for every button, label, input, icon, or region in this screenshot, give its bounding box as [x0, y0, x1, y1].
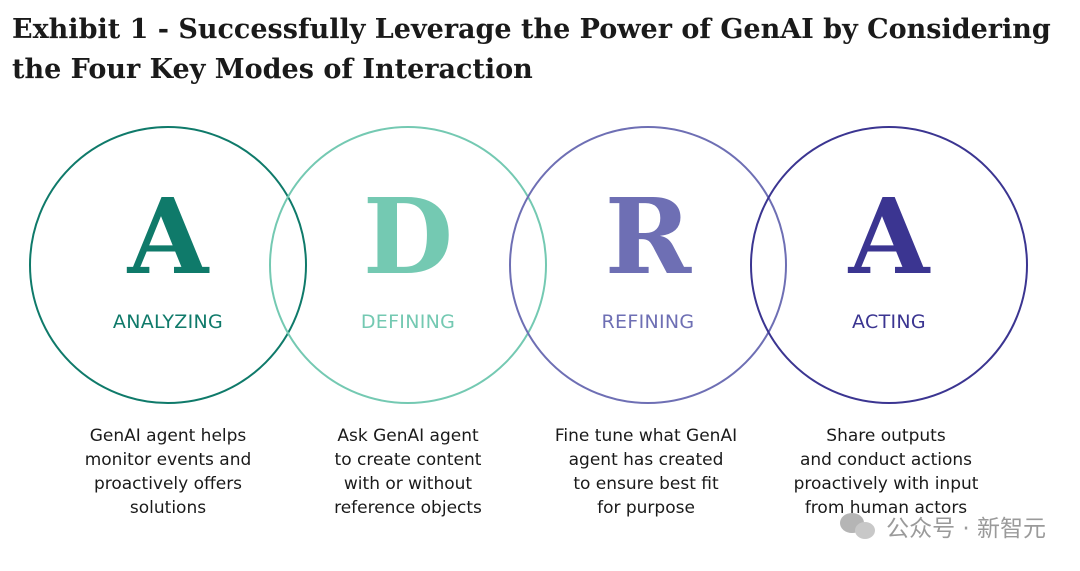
circle-refining [509, 126, 787, 404]
title-line-1: Exhibit 1 - Successfully Leverage the Po… [12, 14, 1051, 45]
letter-defining: D [363, 175, 453, 298]
wechat-icon [840, 511, 878, 541]
description-line: GenAI agent helps [89, 426, 247, 446]
title-line-2: the Four Key Modes of Interaction [12, 54, 533, 85]
letter-refining: R [605, 175, 693, 298]
description-line: for purpose [597, 498, 695, 518]
mode-refining: R REFINING [509, 126, 787, 404]
description-line: to create content [334, 450, 482, 470]
mode-analyzing: A ANALYZING [29, 126, 307, 404]
description-line: monitor events and [84, 450, 252, 470]
description-line: to ensure best fit [573, 474, 719, 494]
description-line: and conduct actions [799, 450, 973, 470]
letter-analyzing: A [127, 175, 210, 298]
label-defining: DEFINING [361, 311, 455, 333]
mode-defining: D DEFINING [269, 126, 547, 404]
label-refining: REFINING [602, 311, 695, 333]
description-acting: Share outputs and conduct actions proact… [766, 424, 1006, 520]
label-acting: ACTING [852, 311, 926, 333]
description-line: proactively offers [93, 474, 243, 494]
description-line: Share outputs [826, 426, 946, 446]
description-refining: Fine tune what GenAI agent has created t… [526, 424, 766, 520]
letter-acting: A [848, 175, 931, 298]
label-analyzing: ANALYZING [113, 311, 223, 333]
watermark: 公众号 · 新智元 [840, 509, 1046, 543]
description-line: agent has created [568, 450, 724, 470]
description-line: reference objects [334, 498, 482, 518]
exhibit-title: Exhibit 1 - Successfully Leverage the Po… [12, 10, 1072, 90]
circle-analyzing [29, 126, 307, 404]
circle-defining [269, 126, 547, 404]
description-line: solutions [129, 498, 207, 518]
description-defining: Ask GenAI agent to create content with o… [288, 424, 528, 520]
description-line: proactively with input [793, 474, 979, 494]
watermark-text: 公众号 · 新智元 [886, 516, 1046, 542]
description-line: Ask GenAI agent [337, 426, 479, 446]
mode-acting: A ACTING [750, 126, 1028, 404]
description-line: with or without [343, 474, 473, 494]
circle-acting [750, 126, 1028, 404]
description-line: Fine tune what GenAI [554, 426, 738, 446]
description-analyzing: GenAI agent helps monitor events and pro… [48, 424, 288, 520]
